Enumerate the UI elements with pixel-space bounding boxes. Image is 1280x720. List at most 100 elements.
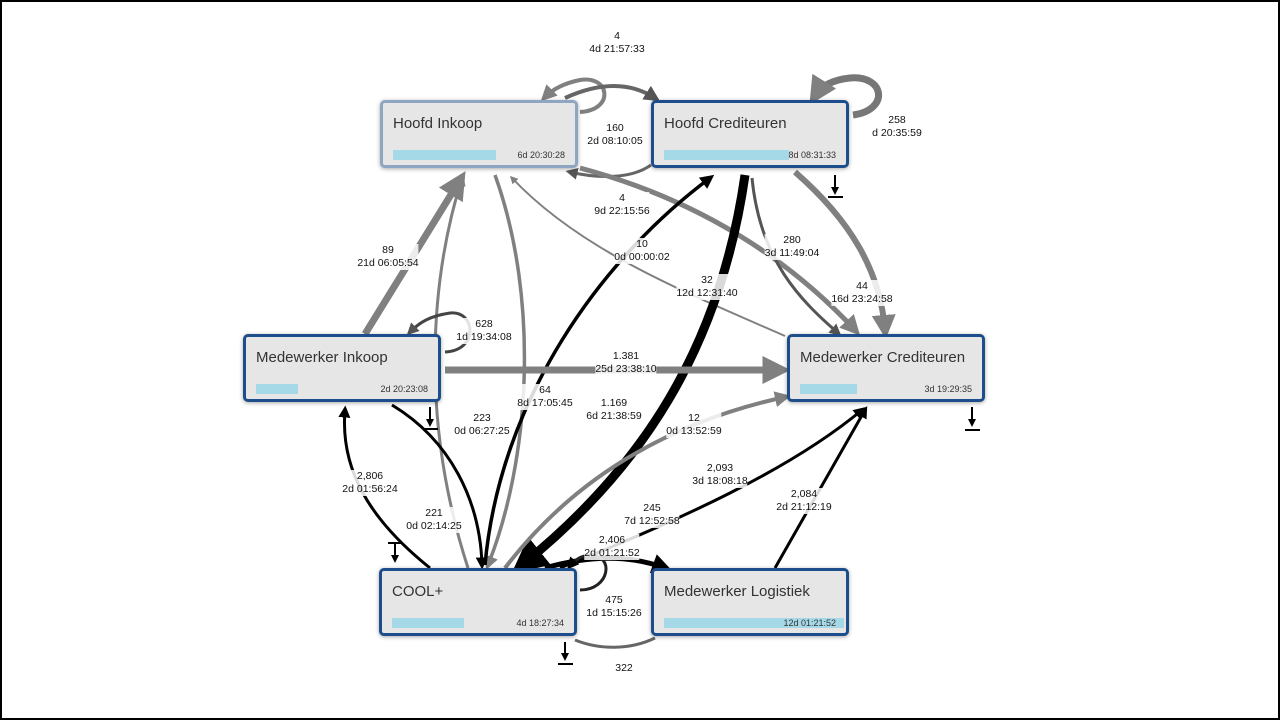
edge-count: 4 bbox=[619, 192, 625, 204]
edge-duration: 3d 11:49:04 bbox=[764, 247, 820, 259]
edge-hoofd-crediteuren-to-medewerker-crediteuren[interactable] bbox=[750, 177, 842, 336]
edge-duration: 21d 06:05:54 bbox=[357, 257, 419, 269]
edge-duration: 2d 08:10:05 bbox=[587, 135, 643, 147]
edge-duration: 0d 00:00:02 bbox=[614, 251, 670, 263]
edge-count: 628 bbox=[475, 318, 493, 330]
edge-count: 89 bbox=[382, 244, 394, 256]
edge-count: 475 bbox=[605, 594, 623, 606]
edge-count: 223 bbox=[473, 412, 491, 424]
activity-node-medewerker-crediteuren[interactable]: Medewerker Crediteuren 3d 19:29:35 bbox=[787, 334, 985, 402]
edge-hoofd-crediteuren-to-medewerker-crediteuren-2[interactable] bbox=[793, 169, 896, 339]
activity-name: Hoofd Crediteuren bbox=[664, 115, 787, 132]
activity-node-cool[interactable]: COOL+ 4d 18:27:34 bbox=[379, 568, 577, 636]
edge-count: 322 bbox=[615, 662, 633, 674]
edge-count: 2,406 bbox=[598, 534, 626, 546]
edge-count: 12 bbox=[688, 412, 700, 424]
edge-medewerker-inkoop-to-cool[interactable] bbox=[391, 403, 488, 570]
edge-count: 64 bbox=[539, 384, 551, 396]
activity-duration: 6d 20:30:28 bbox=[517, 150, 565, 160]
edge-count: 44 bbox=[856, 280, 868, 292]
edge-count: 221 bbox=[425, 507, 443, 519]
edge-duration: 8d 17:05:45 bbox=[517, 397, 573, 409]
edge-duration: 6d 21:38:59 bbox=[586, 410, 642, 422]
edge-duration: 4d 21:57:33 bbox=[589, 43, 645, 55]
edge-hoofd-crediteuren-self[interactable] bbox=[809, 73, 883, 119]
edge-count: 4 bbox=[614, 30, 620, 42]
edge-medewerker-inkoop-self[interactable] bbox=[406, 311, 472, 354]
edge-count: 1.169 bbox=[600, 397, 628, 409]
edge-medewerker-logistiek-to-cool[interactable] bbox=[574, 636, 656, 649]
edge-duration: d 20:35:59 bbox=[872, 127, 922, 139]
edge-count: 1.381 bbox=[612, 350, 640, 362]
edge-cool-to-hoofd-crediteuren[interactable] bbox=[483, 174, 715, 566]
edge-duration: 2d 21:12:19 bbox=[776, 501, 832, 513]
edge-count: 160 bbox=[606, 122, 624, 134]
edge-duration: 7d 12:52:58 bbox=[624, 515, 680, 527]
edge-duration: 25d 23:38:10 bbox=[595, 363, 657, 375]
edge-hoofd-inkoop-to-cool[interactable] bbox=[484, 174, 527, 570]
edge-cool-to-medewerker-crediteuren[interactable] bbox=[503, 391, 791, 570]
edge-duration: 12d 12:31:40 bbox=[676, 287, 738, 299]
end-marker-medewerker-inkoop bbox=[423, 407, 438, 430]
activity-duration: 4d 18:27:34 bbox=[516, 618, 564, 628]
activity-duration: 12d 01:21:52 bbox=[783, 618, 836, 628]
activity-name: Medewerker Inkoop bbox=[256, 349, 388, 366]
edge-hoofd-crediteuren-to-cool[interactable] bbox=[511, 174, 750, 574]
activity-node-medewerker-inkoop[interactable]: Medewerker Inkoop 2d 20:23:08 bbox=[243, 334, 441, 402]
edge-label: 322 bbox=[615, 662, 633, 675]
edge-count: 280 bbox=[783, 234, 801, 246]
frequency-bar bbox=[664, 150, 789, 160]
activity-node-hoofd-crediteuren[interactable]: Hoofd Crediteuren 8d 08:31:33 bbox=[651, 100, 849, 168]
edge-count: 2,093 bbox=[706, 462, 734, 474]
frequency-bar bbox=[392, 618, 464, 628]
frequency-bar bbox=[256, 384, 298, 394]
edge-duration: 2d 01:56:24 bbox=[342, 483, 398, 495]
edge-duration: 1d 19:34:08 bbox=[456, 331, 512, 343]
end-marker-hoofd-crediteuren bbox=[828, 175, 843, 198]
activity-duration: 2d 20:23:08 bbox=[380, 384, 428, 394]
edge-duration: 2d 01:21:52 bbox=[584, 547, 640, 559]
edge-medewerker-crediteuren-to-hoofd-inkoop[interactable] bbox=[509, 175, 786, 337]
activity-node-medewerker-logistiek[interactable]: Medewerker Logistiek 12d 01:21:52 bbox=[651, 568, 849, 636]
activity-duration: 3d 19:29:35 bbox=[924, 384, 972, 394]
activity-name: Hoofd Inkoop bbox=[393, 115, 483, 132]
activity-name: Medewerker Crediteuren bbox=[800, 349, 966, 366]
edge-duration: 9d 22:15:56 bbox=[594, 205, 650, 217]
edge-duration: 3d 18:08:18 bbox=[692, 475, 748, 487]
activity-node-hoofd-inkoop[interactable]: Hoofd Inkoop 6d 20:30:28 bbox=[380, 100, 578, 168]
edge-count: 2,806 bbox=[356, 470, 384, 482]
edge-duration: 0d 06:27:25 bbox=[454, 425, 510, 437]
start-marker-cool bbox=[388, 542, 403, 563]
edge-hoofd-inkoop-self[interactable] bbox=[540, 77, 607, 114]
edge-duration: 0d 02:14:25 bbox=[406, 520, 462, 532]
edge-count: 245 bbox=[643, 502, 661, 514]
edge-duration: 0d 13:52:59 bbox=[666, 425, 722, 437]
activity-name: COOL+ bbox=[392, 583, 444, 600]
edge-count: 32 bbox=[701, 274, 713, 286]
end-marker-medewerker-crediteuren bbox=[965, 407, 980, 431]
frequency-bar bbox=[800, 384, 857, 394]
edge-hoofd-inkoop-to-hoofd-crediteuren[interactable] bbox=[564, 84, 661, 102]
edge-count: 10 bbox=[636, 238, 648, 250]
edge-count: 258 bbox=[888, 114, 906, 126]
